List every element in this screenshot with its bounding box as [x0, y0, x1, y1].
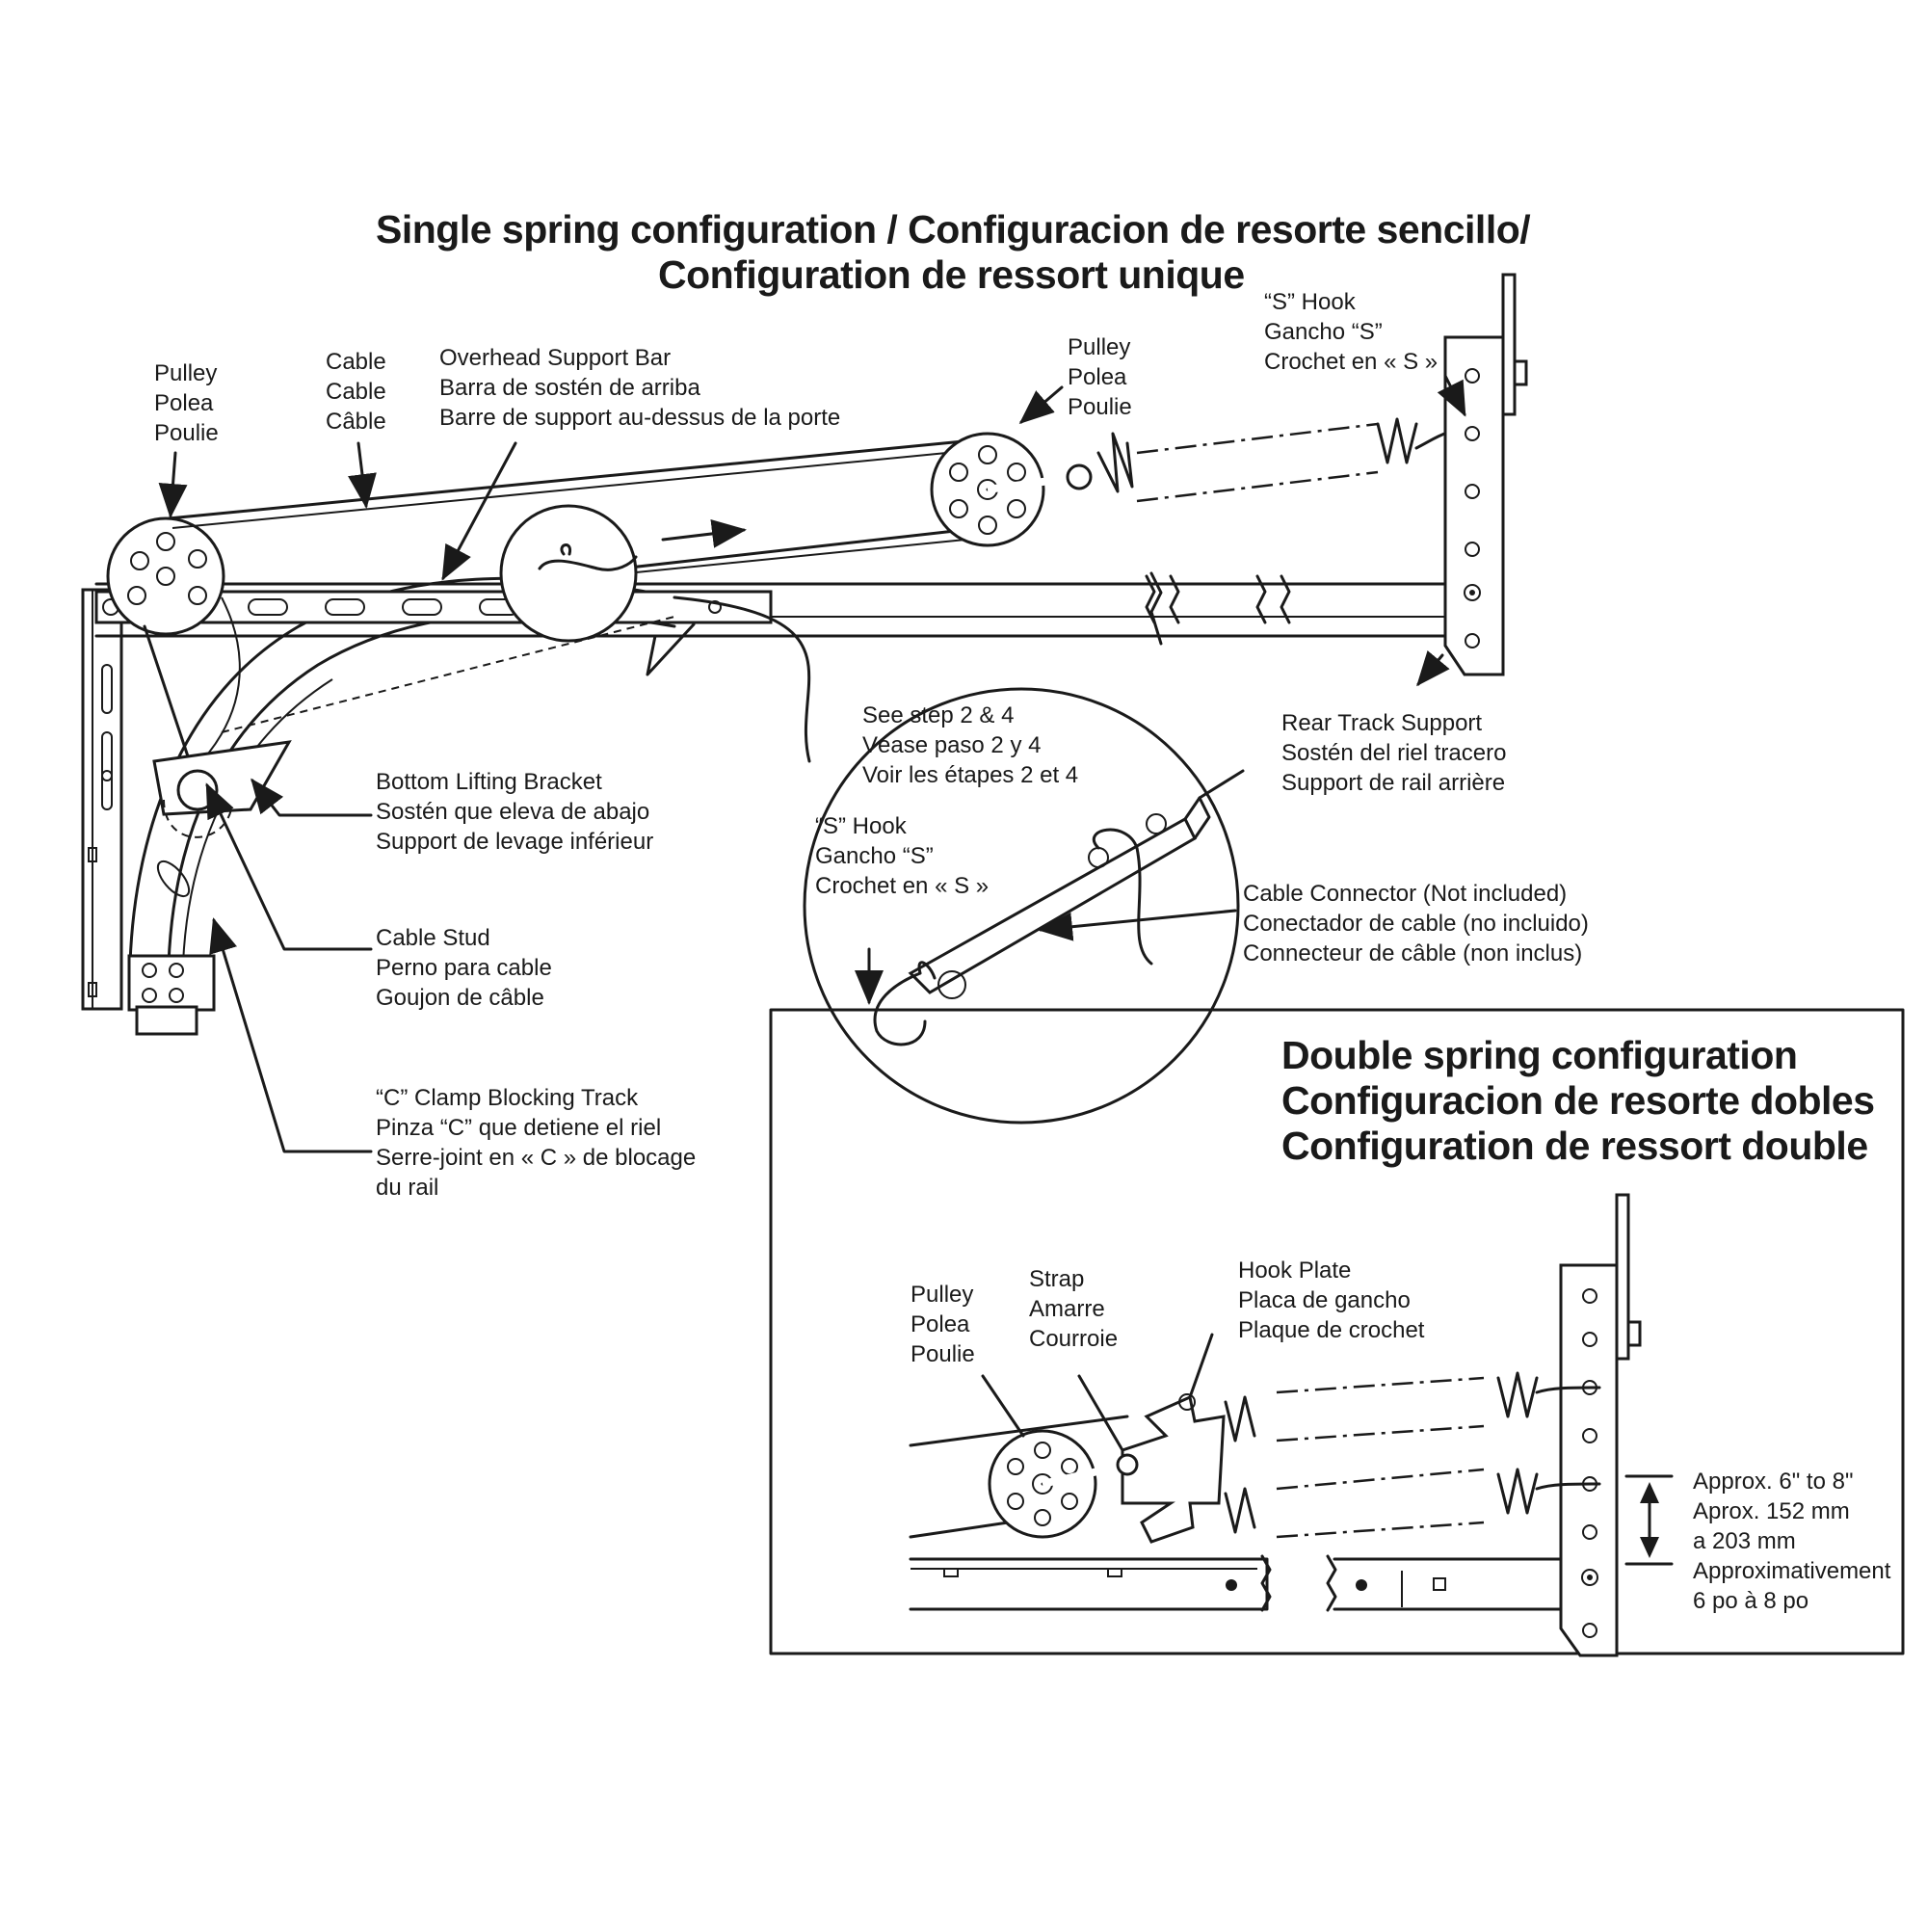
double-spring-frame	[769, 1008, 1905, 1655]
left-pulley	[106, 516, 225, 636]
dimension-arrow	[1624, 1474, 1674, 1566]
double-title-line3: Configuration de ressort double	[1281, 1124, 1868, 1168]
single-title-line1: Single spring configuration / Configurac…	[376, 207, 1531, 251]
c-clamp	[127, 954, 216, 1036]
double-rear-support	[1559, 1193, 1642, 1657]
bottom-lifting-bracket	[152, 616, 675, 898]
label-cable-connector: Cable Connector (Not included)Conectador…	[1243, 881, 1589, 966]
horizontal-track	[94, 571, 1447, 646]
double-title-line2: Configuracion de resorte dobles	[1281, 1078, 1875, 1123]
spring-dash-lines	[1136, 417, 1476, 503]
front-vertical-track	[81, 588, 123, 1011]
detail-callout-small	[499, 504, 696, 676]
leader-lines	[158, 374, 1466, 1452]
cables	[143, 439, 967, 773]
double-springs	[1224, 1371, 1601, 1539]
double-tracks	[909, 1554, 1563, 1612]
double-title-line1: Double spring configuration	[1281, 1033, 1798, 1077]
detail-callout-large	[673, 595, 1245, 1125]
right-pulley	[930, 432, 1134, 547]
single-title-line2: Configuration de ressort unique	[658, 252, 1245, 297]
rear-track-support	[1443, 273, 1528, 676]
